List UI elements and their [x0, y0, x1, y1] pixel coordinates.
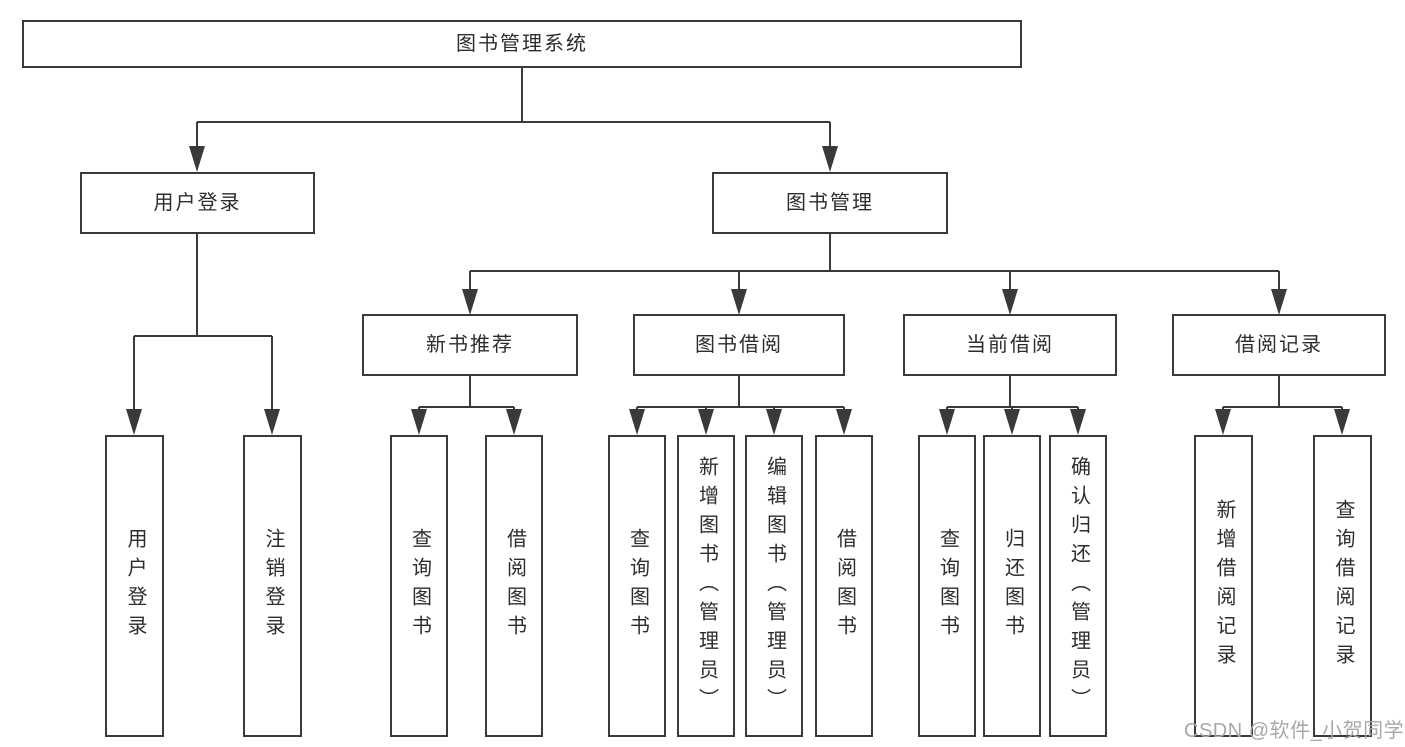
node-label: 新增图书（管理员） [695, 455, 718, 717]
node-label: 图书管理 [786, 192, 874, 214]
leaf-current-confirm-return-admin: 确认归还（管理员） [1049, 435, 1107, 737]
leaf-borrow-query-books: 查询图书 [608, 435, 666, 737]
node-label: 当前借阅 [966, 334, 1054, 356]
node-user-login: 用户登录 [80, 172, 315, 234]
node-new-book-recommend: 新书推荐 [362, 314, 578, 376]
node-label: 图书管理系统 [456, 33, 588, 55]
leaf-user-login: 用户登录 [105, 435, 164, 737]
node-current-borrow: 当前借阅 [903, 314, 1117, 376]
leaf-current-return-books: 归还图书 [983, 435, 1041, 737]
node-label: 归还图书 [1001, 528, 1024, 644]
node-label: 新增借阅记录 [1213, 499, 1235, 673]
leaf-current-query-books: 查询图书 [918, 435, 976, 737]
node-label: 查询借阅记录 [1332, 499, 1354, 673]
node-label: 查询图书 [626, 528, 649, 644]
node-label: 查询图书 [408, 528, 431, 644]
leaf-newrec-query-books: 查询图书 [390, 435, 448, 737]
node-label: 借阅记录 [1235, 334, 1323, 356]
leaf-newrec-borrow-books: 借阅图书 [485, 435, 543, 737]
leaf-borrow-borrow-books: 借阅图书 [815, 435, 873, 737]
csdn-watermark: CSDN @软件_小贺同学 [1184, 720, 1405, 742]
node-borrow-records: 借阅记录 [1172, 314, 1386, 376]
node-label: 用户登录 [124, 528, 146, 644]
node-label: 编辑图书（管理员） [763, 455, 786, 717]
node-book-borrow: 图书借阅 [633, 314, 845, 376]
leaf-borrow-edit-books-admin: 编辑图书（管理员） [745, 435, 803, 737]
node-library-management-system: 图书管理系统 [22, 20, 1022, 68]
node-label: 借阅图书 [503, 528, 526, 644]
leaf-borrow-add-books-admin: 新增图书（管理员） [677, 435, 735, 737]
connector-paths [133, 68, 1343, 414]
node-label: 查询图书 [936, 528, 959, 644]
node-label: 用户登录 [153, 192, 242, 214]
node-label: 确认归还（管理员） [1067, 455, 1090, 717]
node-label: 新书推荐 [426, 334, 514, 356]
leaf-logout: 注销登录 [243, 435, 302, 737]
leaf-records-query-record: 查询借阅记录 [1313, 435, 1372, 737]
node-label: 借阅图书 [833, 528, 856, 644]
node-book-management: 图书管理 [712, 172, 948, 234]
node-label: 图书借阅 [695, 334, 783, 356]
arrowheads [126, 146, 1350, 435]
node-label: 注销登录 [262, 528, 284, 644]
leaf-records-add-record: 新增借阅记录 [1194, 435, 1253, 737]
